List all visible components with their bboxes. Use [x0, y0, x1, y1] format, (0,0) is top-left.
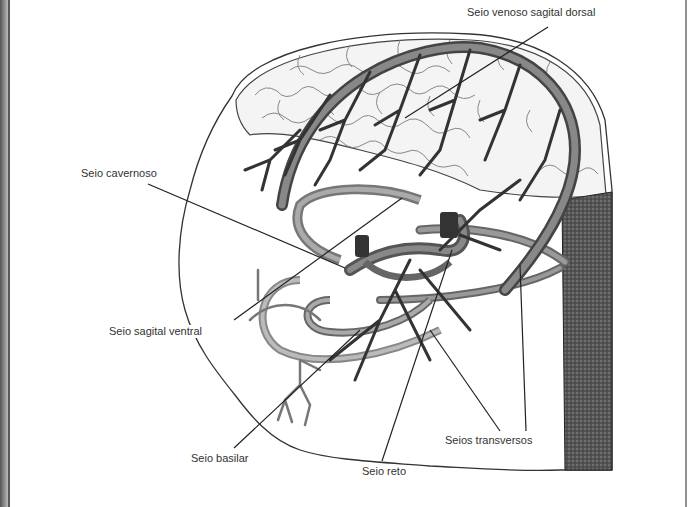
part-label: Seios transversos: [444, 434, 533, 447]
part-label: Seio reto: [361, 465, 407, 478]
part-label: Seio basilar: [190, 452, 249, 465]
part-label: Seio cavernoso: [80, 167, 158, 180]
part-label: Seio sagital ventral: [108, 325, 203, 338]
part-label: Seio venoso sagital dorsal: [466, 6, 596, 19]
